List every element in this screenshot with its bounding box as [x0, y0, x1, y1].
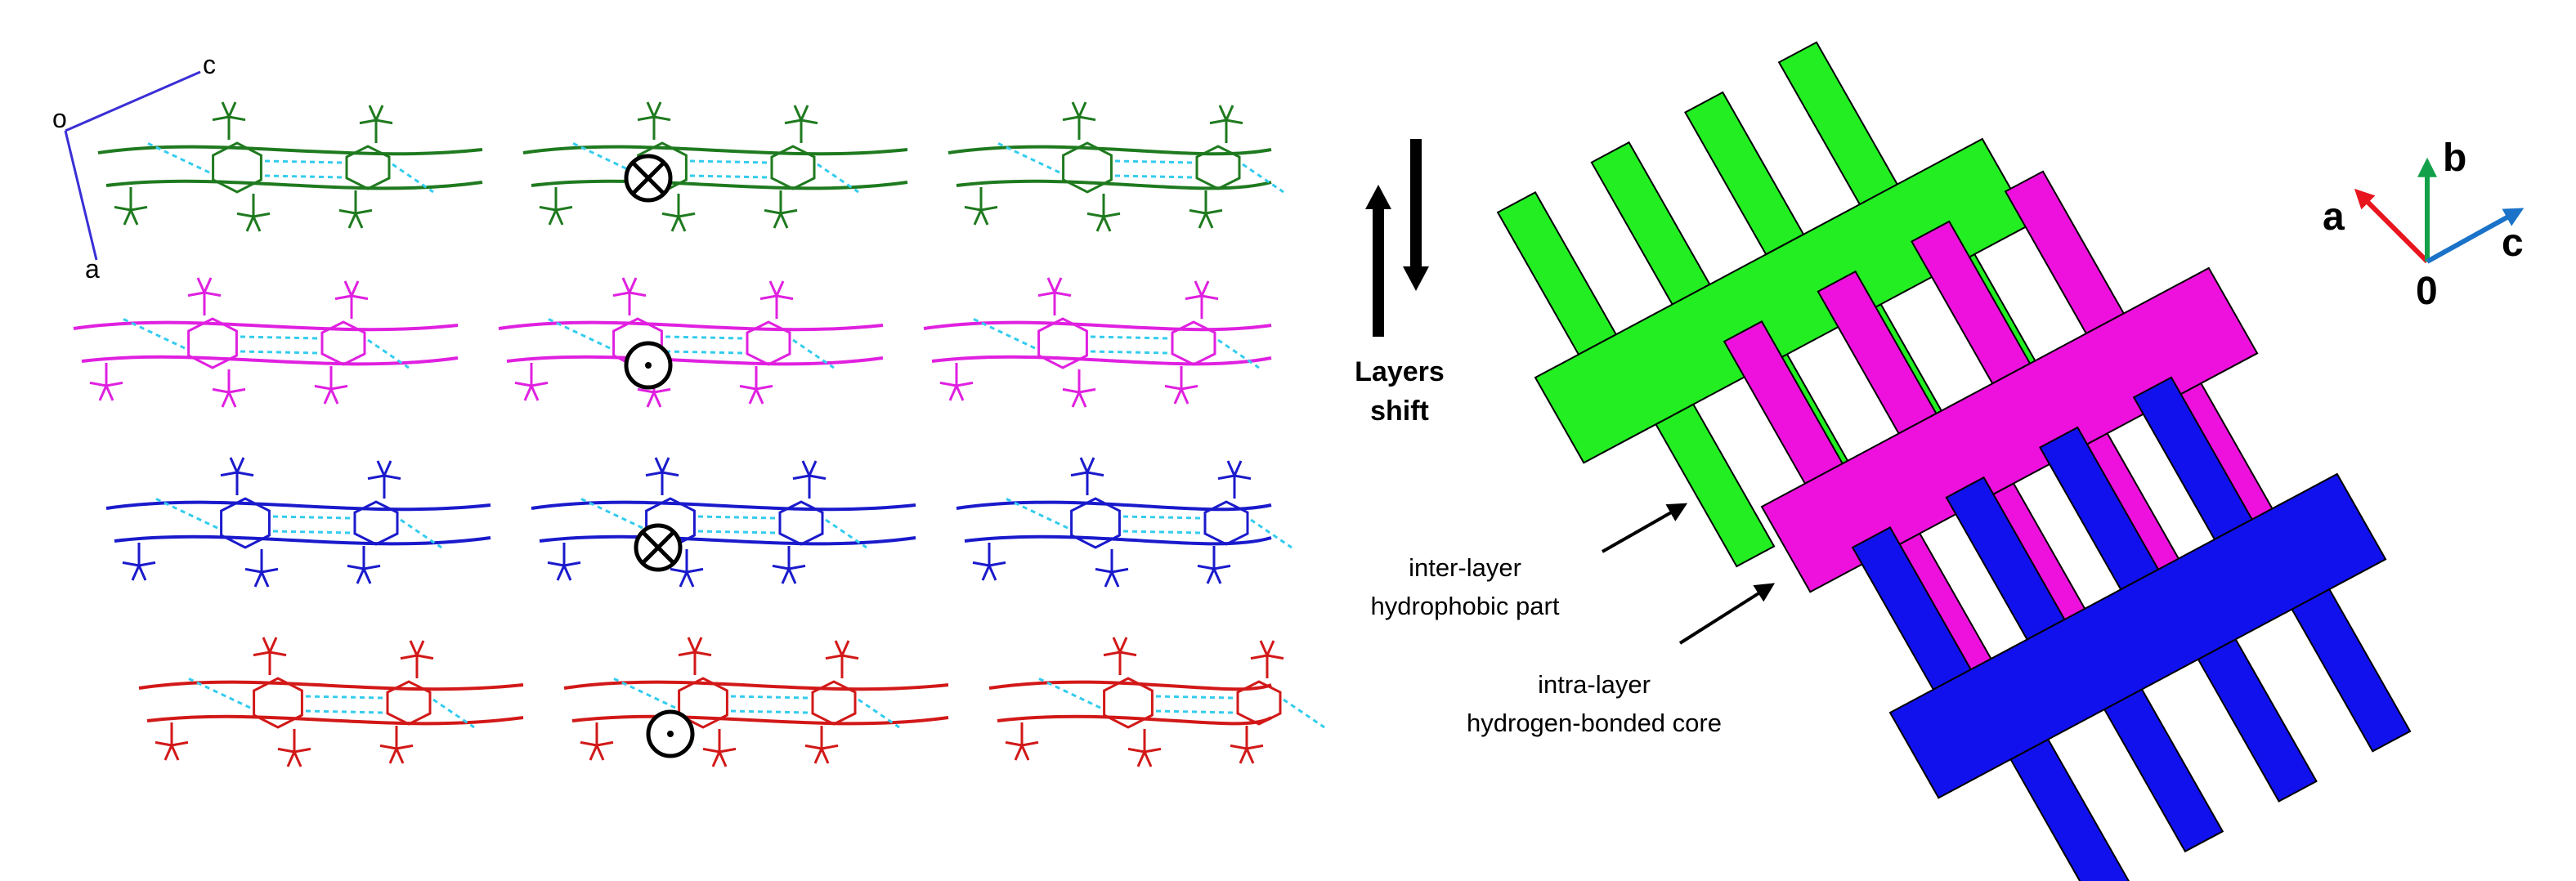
- up-arrow-icon: [1365, 185, 1391, 337]
- crystal-packing-panel: o c a: [52, 50, 1325, 767]
- intra-layer-label-line2: hydrogen-bonded core: [1467, 709, 1722, 737]
- hydrophobic-chain-upper: [1496, 191, 1618, 356]
- hydrogen-bonds: [155, 497, 442, 549]
- schematic-layer: [1851, 376, 2412, 881]
- hydrophobic-chain-lower: [1655, 403, 1776, 568]
- hydrogen-bonds: [1037, 677, 1325, 729]
- molecule: [105, 457, 491, 588]
- layer-schematic: [1496, 41, 2412, 881]
- hydrogen-bonds: [547, 317, 835, 369]
- molecule-layer: [97, 101, 1284, 232]
- layer-schematic-panel: inter-layer hydrophobic part intra-layer…: [1371, 41, 2524, 881]
- axis-triad-label-b: b: [2443, 136, 2466, 180]
- hydrogen-bonds: [997, 141, 1284, 194]
- out-of-page-icon: [624, 341, 673, 390]
- molecule-layer: [138, 637, 1325, 767]
- molecule: [138, 637, 524, 767]
- into-page-icon: [634, 523, 683, 572]
- inter-layer-label-line1: inter-layer: [1409, 553, 1521, 582]
- hydrogen-bonds: [612, 677, 900, 729]
- hydrophobic-chain-upper: [1777, 41, 1899, 206]
- molecule: [498, 277, 884, 408]
- hydrophobic-chain-upper: [1590, 141, 1711, 306]
- hydrophobic-chain-lower: [2103, 688, 2224, 853]
- axis-a-arrow: [2354, 188, 2430, 264]
- molecule-layer: [73, 277, 1272, 408]
- axis-triad-label-a: a: [2323, 195, 2345, 239]
- hydrophobic-chain-upper: [2004, 170, 2126, 335]
- molecule: [948, 101, 1284, 232]
- molecule: [531, 457, 916, 588]
- hydrogen-bonded-core-bar: [1888, 472, 2387, 799]
- hydrogen-bonds: [122, 317, 410, 369]
- axis-triad-label-c: c: [2502, 221, 2524, 265]
- down-arrow-icon: [1403, 139, 1429, 291]
- annotation-intra-layer: intra-layer hydrogen-bonded core: [1467, 583, 1776, 737]
- hydrogen-bonds: [972, 317, 1260, 369]
- hydrophobic-chain-lower: [2009, 738, 2130, 881]
- inter-layer-label-line2: hydrophobic part: [1371, 592, 1560, 620]
- axis-label-c: c: [203, 50, 216, 79]
- into-page-icon: [624, 154, 673, 203]
- molecule: [923, 277, 1272, 408]
- unit-cell-axes: o c a: [52, 50, 216, 284]
- crystal-axis-triad: a b c 0: [2323, 136, 2524, 313]
- hydrophobic-chain-lower: [2291, 588, 2412, 753]
- hydrogen-bonds: [187, 677, 475, 729]
- axis-label-a: a: [85, 254, 100, 284]
- layers-shift-indicator: Layers shift: [1355, 139, 1445, 427]
- hydrogen-bonded-core-bar: [1760, 266, 2259, 593]
- axis-label-origin: o: [52, 104, 67, 133]
- molecule: [73, 277, 459, 408]
- layer-direction-symbols: [624, 154, 695, 758]
- molecule: [522, 101, 908, 232]
- axis-c-arrow: [2426, 208, 2524, 264]
- out-of-page-icon: [646, 709, 695, 758]
- hydrophobic-chain-upper: [1684, 91, 1805, 256]
- hydrogen-bonds: [1005, 497, 1292, 549]
- molecule: [97, 101, 483, 232]
- axis-triad-label-origin: 0: [2416, 270, 2438, 313]
- molecule: [563, 637, 949, 767]
- molecule-layer: [105, 457, 1292, 588]
- molecular-layers: [73, 101, 1325, 767]
- hydrophobic-chain-lower: [2197, 637, 2318, 803]
- molecule: [956, 457, 1292, 588]
- hydrogen-bonds: [571, 141, 859, 194]
- molecule: [988, 637, 1325, 767]
- hydrogen-bonds: [146, 141, 434, 194]
- hydrogen-bonds: [580, 497, 867, 549]
- layers-shift-label-line1: Layers: [1355, 356, 1445, 387]
- annotation-inter-layer: inter-layer hydrophobic part: [1371, 503, 1688, 620]
- layers-shift-label-line2: shift: [1370, 396, 1429, 427]
- intra-layer-label-line1: intra-layer: [1538, 670, 1651, 699]
